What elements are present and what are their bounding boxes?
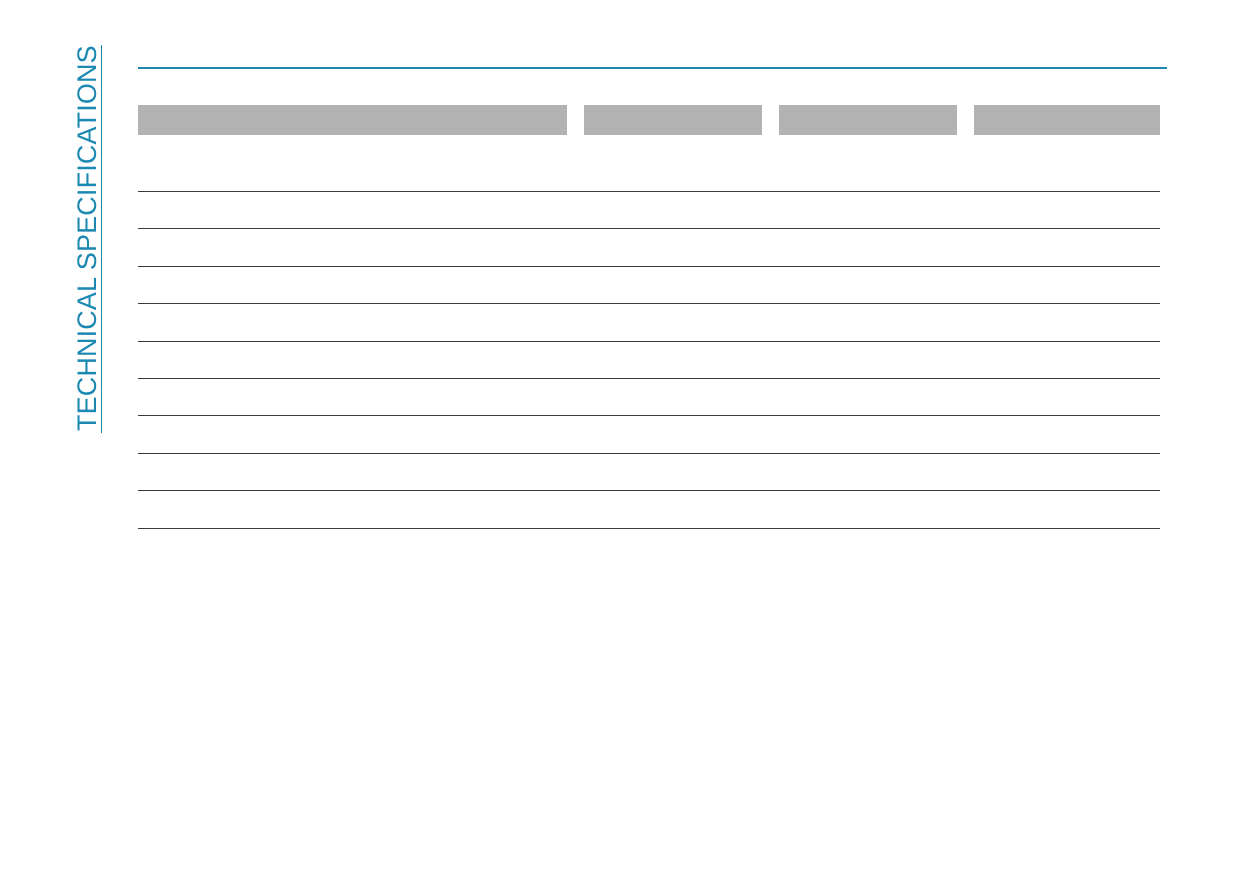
table-header-cell-4 <box>974 105 1160 135</box>
table-row <box>138 454 1160 492</box>
table-header-cell-3 <box>779 105 957 135</box>
table-row <box>138 304 1160 342</box>
table-row <box>138 491 1160 529</box>
section-title: TECHNICAL SPECIFICATIONS <box>72 45 102 431</box>
table-header-cell-1 <box>138 105 567 135</box>
section-title-bar: TECHNICAL SPECIFICATIONS <box>72 45 102 433</box>
table-row <box>138 192 1160 230</box>
table-header-cell-2 <box>584 105 762 135</box>
table-row <box>138 342 1160 379</box>
table-row <box>138 416 1160 454</box>
table-row <box>138 379 1160 417</box>
table-row <box>138 135 1160 192</box>
table-row <box>138 229 1160 267</box>
top-divider <box>138 67 1167 69</box>
table-row <box>138 267 1160 305</box>
